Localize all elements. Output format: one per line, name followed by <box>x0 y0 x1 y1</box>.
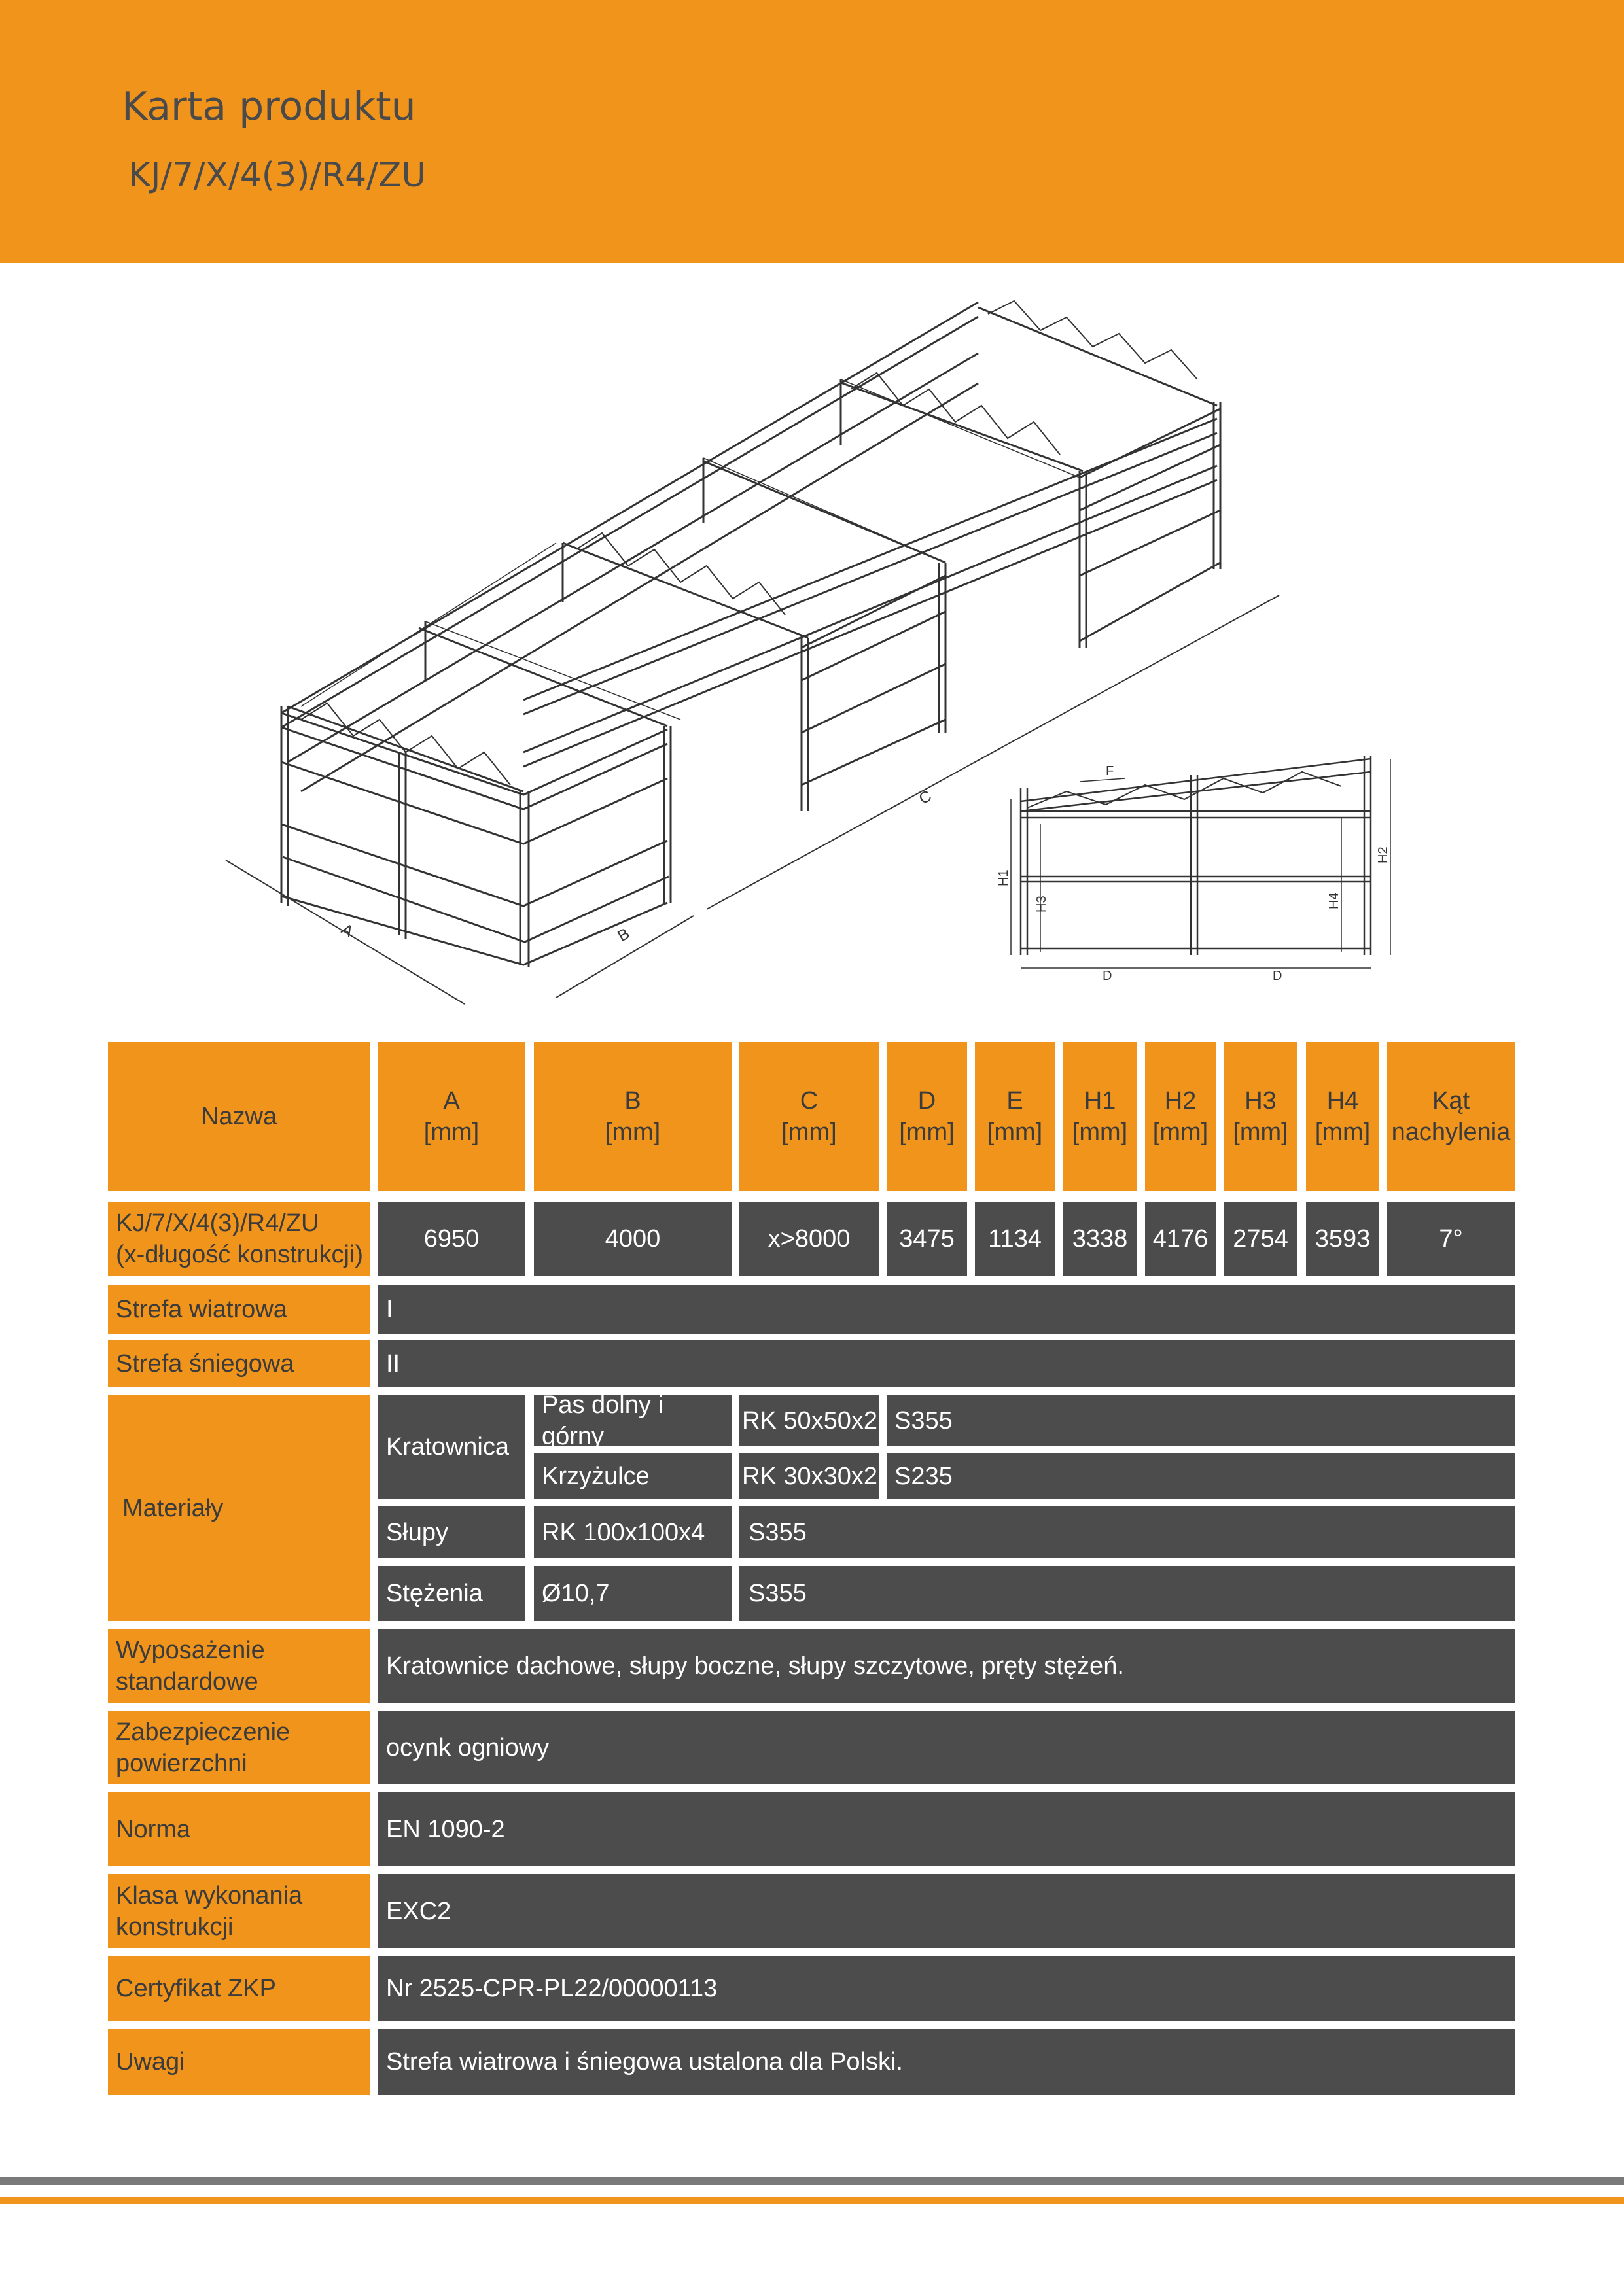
stezenia-label: Stężenia <box>378 1566 525 1621</box>
uwagi-label: Uwagi <box>108 2029 370 2095</box>
structure-drawing: A B C F H1 H3 H4 H2 D D <box>225 300 1391 1005</box>
dim-d-left-label: D <box>1103 969 1112 983</box>
model-kat: 7° <box>1387 1202 1515 1276</box>
strefa-sniegowa-label: Strefa śniegowa <box>108 1340 370 1387</box>
header-h2: H2[mm] <box>1145 1042 1216 1191</box>
stezenia-profil: Ø10,7 <box>534 1566 732 1621</box>
pas-label: Pas dolny i górny <box>534 1391 732 1450</box>
model-e: 1134 <box>975 1202 1055 1276</box>
page-title: Karta produktu <box>122 84 416 130</box>
product-code: KJ/7/X/4(3)/R4/ZU <box>128 156 427 195</box>
model-h4: 3593 <box>1306 1202 1379 1276</box>
isometric-frame <box>280 300 1222 967</box>
dim-h4-label: H4 <box>1327 892 1341 909</box>
header-h4: H4[mm] <box>1306 1042 1379 1191</box>
dimension-lines <box>225 595 1280 1005</box>
footer-orange-stripe <box>0 2197 1624 2204</box>
krzyzulce-profil: RK 30x30x2 <box>739 1453 879 1499</box>
model-d: 3475 <box>887 1202 967 1276</box>
wyposazenie-value: Kratownice dachowe, słupy boczne, słupy … <box>378 1629 1515 1703</box>
model-a: 6950 <box>378 1202 525 1276</box>
dim-h1-label: H1 <box>997 869 1011 886</box>
side-elevation <box>1010 756 1391 969</box>
strefa-wiatrowa-label: Strefa wiatrowa <box>108 1285 370 1334</box>
dim-h2-label: H2 <box>1376 846 1390 863</box>
certyfikat-value: Nr 2525-CPR-PL22/00000113 <box>378 1956 1515 2021</box>
klasa-value: EXC2 <box>378 1874 1515 1948</box>
zabezpieczenie-value: ocynk ogniowy <box>378 1711 1515 1784</box>
footer-gray-stripe <box>0 2177 1624 2185</box>
slupy-label: Słupy <box>378 1506 525 1558</box>
model-h2: 4176 <box>1145 1202 1216 1276</box>
model-c: x>8000 <box>739 1202 879 1276</box>
header-a: A[mm] <box>378 1042 525 1191</box>
slupy-profil: RK 100x100x4 <box>534 1506 732 1558</box>
header-e: E[mm] <box>975 1042 1055 1191</box>
uwagi-value: Strefa wiatrowa i śniegowa ustalona dla … <box>378 2029 1515 2095</box>
dim-d-right-label: D <box>1273 969 1282 983</box>
model-h1: 3338 <box>1063 1202 1137 1276</box>
pas-stal: S355 <box>887 1395 1515 1446</box>
dim-c-label: C <box>916 787 934 808</box>
header-h1: H1[mm] <box>1063 1042 1137 1191</box>
header-h3: H3[mm] <box>1224 1042 1297 1191</box>
model-name-cell: KJ/7/X/4(3)/R4/ZU(x-długość konstrukcji) <box>108 1202 370 1276</box>
norma-label: Norma <box>108 1792 370 1866</box>
pas-profil: RK 50x50x2 <box>739 1395 879 1446</box>
krzyzulce-label: Krzyżulce <box>534 1453 732 1499</box>
stezenia-stal: S355 <box>739 1566 1515 1621</box>
certyfikat-label: Certyfikat ZKP <box>108 1956 370 2021</box>
kratownica-label: Kratownica <box>378 1395 525 1499</box>
model-b: 4000 <box>534 1202 732 1276</box>
model-h3: 2754 <box>1224 1202 1297 1276</box>
header-banner: Karta produktu KJ/7/X/4(3)/R4/ZU <box>0 0 1624 263</box>
header-d: D[mm] <box>887 1042 967 1191</box>
header-c: C[mm] <box>739 1042 879 1191</box>
dim-h3-label: H3 <box>1034 896 1049 913</box>
header-nazwa: Nazwa <box>108 1042 370 1191</box>
dim-b-label: B <box>615 925 633 945</box>
dim-f-label: F <box>1106 764 1114 778</box>
krzyzulce-stal: S235 <box>887 1453 1515 1499</box>
norma-value: EN 1090-2 <box>378 1792 1515 1866</box>
header-b: B[mm] <box>534 1042 732 1191</box>
strefa-sniegowa-value: II <box>378 1340 1515 1387</box>
strefa-wiatrowa-value: I <box>378 1285 1515 1334</box>
slupy-stal: S355 <box>739 1506 1515 1558</box>
materialy-label: Materiały <box>108 1395 370 1621</box>
